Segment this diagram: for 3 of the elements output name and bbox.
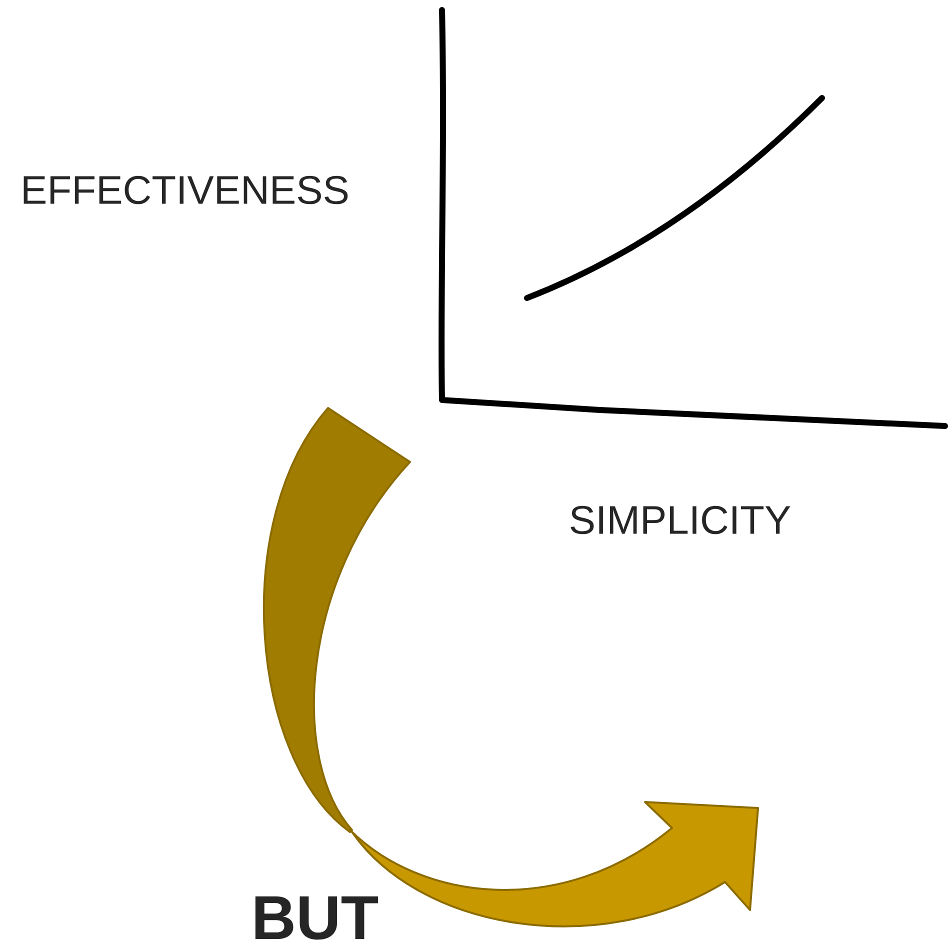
caption-text: BUT [255, 896, 378, 940]
axis-label: EFFECTIVENESS [24, 176, 348, 204]
axis-label: SIMPLICITY [570, 506, 790, 534]
